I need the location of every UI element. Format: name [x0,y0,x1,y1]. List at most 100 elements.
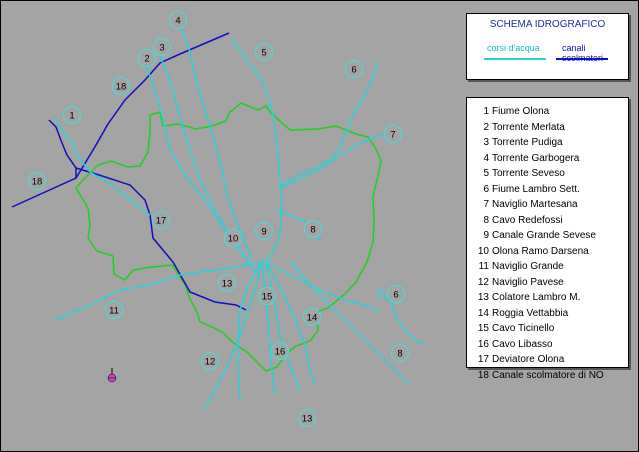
river-name: Cavo Libasso [492,338,553,350]
map-label-11: 11 [105,301,123,319]
map-label-text: 12 [205,357,216,368]
map-label-8: 8 [391,344,409,362]
map-label-text: 6 [351,65,356,76]
river-name: Fiume Lambro Sett. [492,183,580,195]
legend-panel: SCHEMA IDROGRAFICO corsi d'acqua canali … [466,13,629,80]
map-label-text: 14 [307,313,318,324]
map-label-14: 14 [303,308,321,326]
river-name: Roggia Vettabbia [492,307,569,319]
river-name: Torrente Merlata [492,121,565,133]
map-label-text: 8 [310,225,315,236]
river-name: Olona Ramo Darsena [492,245,589,257]
map-label-text: 11 [109,306,119,317]
map-label-text: 4 [175,16,180,27]
river-number: 2 [483,121,489,133]
map-label-text: 1 [69,111,74,122]
map-label-2: 2 [138,49,156,67]
map-label-text: 5 [261,48,266,59]
map-label-text: 13 [302,414,313,425]
river-number: 15 [477,323,489,334]
river-number: 18 [477,369,489,381]
river-number: 3 [483,137,489,148]
map-label-text: 18 [116,82,127,93]
river-number: 5 [483,168,489,179]
river-number: 8 [483,214,489,226]
river-number: 10 [477,245,489,257]
map-label-text: 17 [156,216,167,227]
canals [11,32,247,311]
river-name: Canale Grande Sevese [492,230,596,241]
map-label-9: 9 [255,222,273,240]
map-label-text: 15 [262,292,273,303]
river-number: 9 [483,230,489,241]
map-label-text: 16 [275,347,286,358]
river-number: 17 [477,354,489,365]
map-label-5: 5 [255,43,273,61]
map-label-text: 6 [393,290,398,301]
legend-canals-label: canali scolmatori [562,43,604,63]
map-label-8: 8 [304,220,322,238]
map-label-12: 12 [201,352,219,370]
map-label-15: 15 [258,287,276,305]
map-label-4: 4 [169,11,187,29]
legend-streams-line [484,58,546,60]
map-label-6: 6 [387,285,405,303]
map-label-text: 3 [159,43,164,54]
river-name: Torrente Garbogera [492,152,580,164]
river-number: 7 [483,199,489,210]
map-label-13: 13 [218,274,236,292]
map-label-18: 18 [112,77,130,95]
map-label-text: 10 [228,234,239,245]
river-number: 1 [483,106,489,117]
river-name: Fiume Olona [492,106,550,117]
map-label-text: 8 [397,349,402,360]
river-number: 4 [483,152,489,164]
map-label-3: 3 [153,38,171,56]
map-label-text: 18 [32,177,43,188]
legend-title: SCHEMA IDROGRAFICO [489,19,606,30]
map-label-17: 17 [152,211,170,229]
map-label-18: 18 [28,172,46,190]
river-name: Canale scolmatore di NO [492,369,604,381]
map-label-16: 16 [271,342,289,360]
river-name: Naviglio Martesana [492,199,578,210]
map-label-1: 1 [63,106,81,124]
legend-canals-line [556,58,608,60]
river-number: 11 [478,261,489,272]
river-name: Colatore Lambro M. [492,292,581,303]
river-name: Cavo Ticinello [492,323,555,334]
legend-streams-label: corsi d'acqua [487,43,540,53]
map-label-6: 6 [345,60,363,78]
river-number: 14 [477,307,489,319]
streams [54,27,426,409]
river-name: Torrente Pudiga [492,137,563,148]
river-number: 12 [477,276,489,288]
river-name: Deviatore Olona [492,354,565,365]
river-number: 13 [477,292,489,303]
map-label-text: 9 [261,227,266,238]
map-label-7: 7 [384,125,402,143]
map-label-text: 7 [390,130,395,141]
river-name: Cavo Redefossi [492,214,563,226]
river-number: 6 [483,183,489,195]
